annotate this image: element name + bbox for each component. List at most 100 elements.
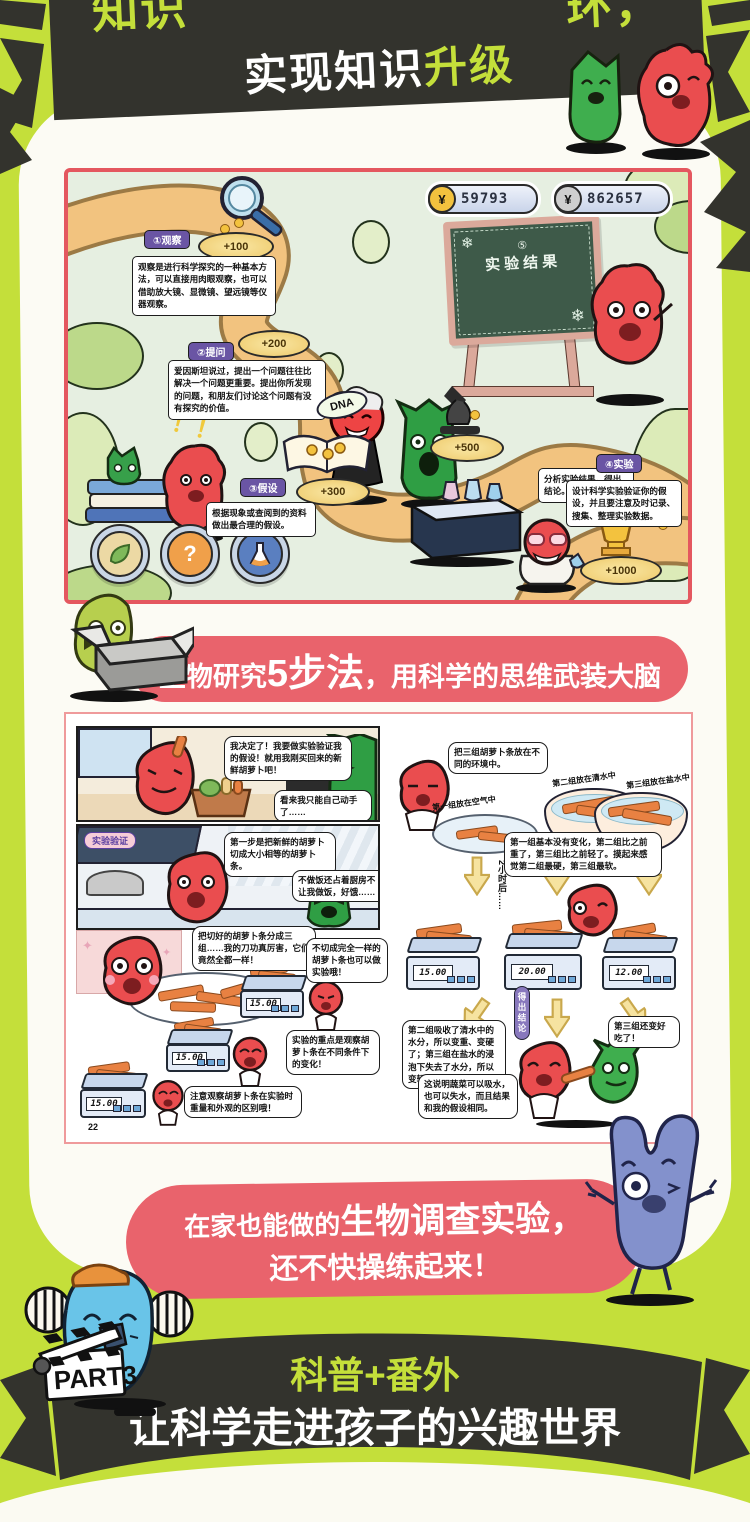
time-label: 2小时后…… — [497, 860, 507, 911]
money-counter-gold: ¥ 59793 — [428, 184, 538, 214]
medal-leaf — [90, 524, 150, 584]
scale: 15.00 — [165, 1016, 233, 1072]
banner2-line2: 还不快操练起来！ — [269, 1249, 502, 1286]
bottom-ribbon: 科普+番外 让科学走进孩子的兴趣世界 — [0, 1333, 750, 1480]
step1-tag: ①观察 — [144, 230, 191, 249]
blue-v-character — [584, 1114, 718, 1306]
scale-group3: 12.00 — [602, 922, 679, 990]
banner-5-steps-text: 生物研究5步法，用科学的思维武装大脑 — [159, 642, 661, 697]
conclusion-tag: 得出结论 — [514, 986, 530, 1040]
group2-label: 第二组放在清水中 — [551, 770, 617, 789]
green-monster-with-box — [70, 593, 194, 702]
top-title-partial-left: 知识 — [91, 0, 190, 39]
step4-bubble: 设计科学实验验证你的假设，并且要注意及时记录、搜集、整理实验数据。 — [566, 480, 682, 528]
yen-coin-gold-icon: ¥ — [428, 185, 456, 213]
cooking-pot — [86, 870, 144, 896]
leaf-icon — [109, 543, 131, 565]
speech-bubble: 看来我只能自己动手了…… — [274, 790, 372, 820]
scale: 15.00 — [80, 1061, 149, 1118]
scale-group1: 15.00 — [406, 922, 483, 990]
page-number: 22 — [88, 1122, 99, 1132]
result-blackboard: ⑤ 实验结果 ❄ ❄ — [442, 214, 606, 346]
speech-bubble: 第三组还变好吃了！ — [608, 1016, 680, 1049]
game-map-panel: ¥ 59793 ¥ 862657 +100 ①观察 观察是进行科学探究的一种基本… — [64, 168, 692, 604]
banner1-big: 5步法 — [266, 652, 365, 695]
red-chibi — [308, 980, 344, 1031]
scale-display-c: 12.00 — [608, 965, 649, 982]
speech-bubble: 不切成完全一样的胡萝卜条也可以做实验哦！ — [306, 938, 388, 983]
down-arrow — [544, 998, 570, 1038]
step2-bubble: 爱因斯坦说过，提出一个问题往往比解决一个问题更重要。提出你所发现的问题，和朋友们… — [168, 360, 326, 420]
speech-bubble: 注意观察胡萝卜条在实验时重量和外观的区别哦！ — [184, 1086, 302, 1119]
step4-tag: ④实验 — [596, 454, 643, 473]
red-monster-presenting — [590, 263, 673, 406]
banner2-big: 生物调查实验， — [339, 1198, 586, 1242]
coin — [470, 410, 480, 420]
banner-5-steps: 生物研究5步法，用科学的思维武装大脑 — [132, 636, 688, 702]
footer-title: 让科学走进孩子的兴趣世界 — [129, 1405, 621, 1451]
clapperboard: PART3 — [37, 1321, 138, 1402]
blackboard-surface: ⑤ 实验结果 ❄ ❄ — [453, 224, 595, 336]
bonus-plate-500: +500 — [430, 434, 504, 462]
speech-bubble: 这说明蔬菜可以吸水，也可以失水，而且结果和我的假设相同。 — [418, 1074, 518, 1119]
bonus-plate-1000: +1000 — [580, 556, 662, 585]
scale: 15.00 — [239, 963, 307, 1018]
speech-bubble: 把切好的胡萝卜条分成三组……我的刀功真厉害，它们竟然全都一样！ — [192, 926, 316, 971]
medal-question-face: ? — [167, 531, 213, 577]
main-title-white: 实现知识 — [243, 45, 426, 101]
main-title: 实现知识升级 — [243, 30, 515, 104]
money-value: 59793 — [461, 191, 509, 207]
egg-stone — [352, 220, 390, 264]
bonus-plate-300: +300 — [296, 478, 370, 506]
red-green-fighting — [518, 1036, 646, 1128]
red-monster-smug — [399, 759, 450, 831]
red-monster-proud — [103, 935, 163, 1006]
main-title-accent: 升级 — [423, 41, 516, 94]
cilia-ear-left — [24, 1286, 72, 1334]
down-arrow — [464, 856, 490, 896]
scale-display-a: 15.00 — [412, 965, 453, 982]
speech-bubble: 我决定了！我要做实验验证我的假设！就用我刚买回来的新鲜胡萝卜吧！ — [224, 736, 352, 781]
comic-panel-1: 我决定了！我要做实验验证我的假设！就用我刚买回来的新鲜胡萝卜吧！ 看来我只能自己… — [76, 726, 380, 822]
comic-page: 我决定了！我要做实验验证我的假设！就用我刚买回来的新鲜胡萝卜吧！ 看来我只能自己… — [64, 712, 693, 1144]
vegetable-basket — [190, 777, 252, 818]
red-scientist-character — [516, 518, 586, 593]
medal-flask-face — [237, 531, 283, 577]
red-monster-carrot — [135, 736, 195, 816]
red-monster-checking — [567, 883, 618, 937]
comic-panel-2: 实验验证 第一步是把新鲜的胡萝卜切成大小相等的胡萝卜条。 不做饭还占着厨房不让我… — [76, 824, 380, 930]
mascots-green-red — [566, 43, 714, 160]
red-monster-cooking — [167, 851, 229, 924]
yen-coin-silver-icon: ¥ — [554, 185, 582, 213]
step1-bubble: 观察是进行科学探究的一种基本方法，可以直接用肉眼观察，也可以借助放大镜、显微镜、… — [132, 256, 276, 316]
lab-bench — [407, 479, 525, 567]
scale-group2: 20.00 — [504, 919, 584, 990]
footer-subtitle: 科普+番外 — [290, 1355, 460, 1396]
part3-clapper-character: PART3 — [24, 1263, 194, 1416]
flask-icon — [249, 542, 271, 566]
step3-bubble: 根据现象或查阅到的资料做出最合理的假设。 — [206, 502, 316, 537]
red-chibi — [232, 1036, 268, 1087]
medal-leaf-face — [97, 531, 143, 577]
speech-bubble: 把三组胡萝卜条放在不同的环境中。 — [448, 742, 548, 775]
part3-label: PART3 — [53, 1360, 138, 1396]
money-value: 862657 — [587, 191, 644, 207]
banner2-line1: 在家也能做的生物调查实验， — [184, 1190, 586, 1247]
speech-bubble: 不做饭还占着厨房不让我做饭，好饿…… — [292, 870, 378, 903]
step2-tag: ②提问 — [188, 342, 235, 361]
counter-edge — [78, 908, 378, 928]
sparkle-decor: ✦ — [162, 947, 172, 959]
coin — [234, 218, 244, 228]
chalk-flake-icon: ❄ — [460, 234, 475, 253]
banner1-post: ，用科学的思维武装大脑 — [364, 661, 662, 692]
sparkle-decor: ✦ — [82, 938, 93, 953]
money-counter-silver: ¥ 862657 — [554, 184, 670, 214]
step3-tag: ③假设 — [240, 478, 287, 497]
red-chibi — [152, 1080, 184, 1126]
bush — [68, 322, 144, 390]
experiment-verify-tag: 实验验证 — [84, 832, 137, 849]
bonus-plate-200: +200 — [238, 330, 310, 358]
group3-label: 第三组放在盐水中 — [625, 772, 691, 791]
speech-bubble: 实验的重点是观察胡萝卜条在不同条件下的变化！ — [286, 1030, 380, 1075]
